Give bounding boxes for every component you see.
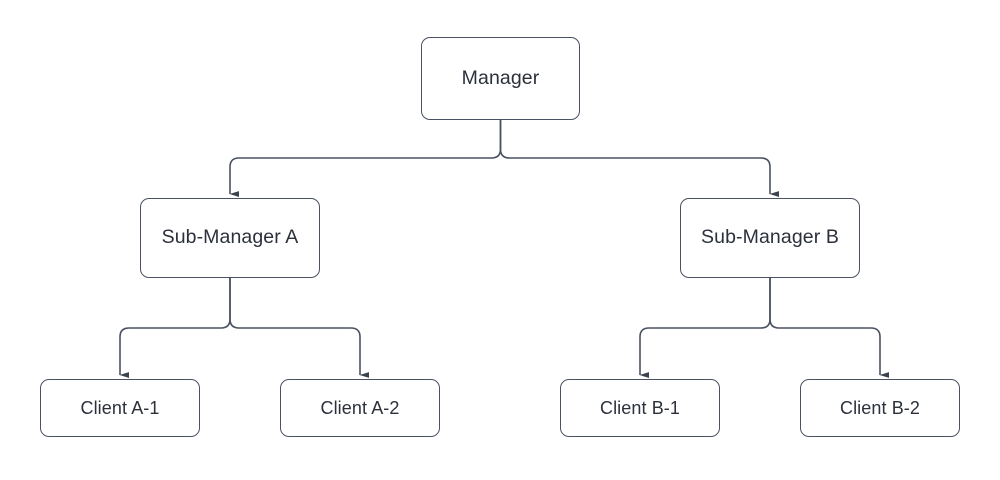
edge-sub_a-to-client_a1	[119, 278, 231, 378]
node-client-b-2[interactable]: Client B-2	[800, 379, 960, 437]
node-label: Client B-1	[599, 398, 681, 418]
edge-sub_b-to-client_b2	[769, 278, 890, 378]
node-label: Manager	[461, 66, 540, 89]
node-label: Sub-Manager B	[701, 226, 839, 249]
edge-sub_b-to-client_b1	[639, 278, 771, 378]
node-label: Client A-2	[320, 398, 400, 418]
node-sub-manager-a[interactable]: Sub-Manager A	[140, 198, 320, 278]
node-manager[interactable]: Manager	[421, 37, 580, 120]
node-label: Sub-Manager A	[161, 226, 299, 249]
node-label: Client B-2	[839, 398, 921, 418]
node-client-a-1[interactable]: Client A-1	[40, 379, 200, 437]
edge-sub_a-to-client_a2	[229, 278, 370, 378]
node-client-a-2[interactable]: Client A-2	[280, 379, 440, 437]
node-client-b-1[interactable]: Client B-1	[560, 379, 720, 437]
edge-manager-to-sub_a	[229, 120, 502, 197]
node-label: Client A-1	[80, 398, 160, 418]
edge-manager-to-sub_b	[499, 120, 780, 197]
node-sub-manager-b[interactable]: Sub-Manager B	[680, 198, 860, 278]
